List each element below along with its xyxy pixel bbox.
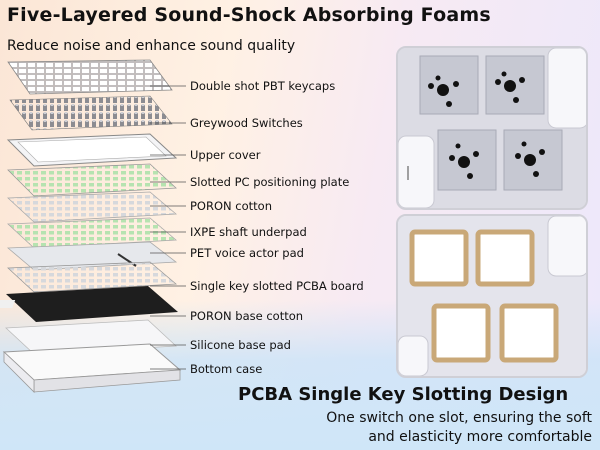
exploded-keyboard-illustration [0, 59, 186, 393]
page-title: Five-Layered Sound-Shock Absorbing Foams [7, 4, 491, 26]
leader-lines [150, 85, 186, 370]
switches-layer [9, 95, 173, 131]
slotted-pad-closeup-photo [396, 214, 588, 378]
layer-label-bottom-case: Bottom case [190, 362, 263, 376]
pcba-layer [7, 261, 178, 293]
upper-cover-layer [6, 133, 178, 167]
positioning-plate-layer [7, 163, 177, 197]
layer-label-switches: Greywood Switches [190, 116, 303, 130]
feature-description-line1: One switch one slot, ensuring the soft [326, 410, 592, 426]
layer-label-poron-cotton: PORON cotton [190, 199, 272, 213]
bottom-case-layer [2, 343, 182, 393]
layer-label-ixpe: IXPE shaft underpad [190, 225, 307, 239]
pcba-closeup-image [398, 48, 586, 208]
feature-description-line2: and elasticity more comfortable [368, 429, 592, 445]
page-subtitle: Reduce noise and enhance sound quality [7, 38, 296, 54]
layer-label-upper-cover: Upper cover [190, 148, 261, 162]
layer-label-positioning-plate: Slotted PC positioning plate [190, 175, 350, 189]
feature-heading: PCBA Single Key Slotting Design [238, 384, 569, 405]
slotted-pad-closeup-image [398, 216, 586, 376]
layer-label-keycaps: Double shot PBT keycaps [190, 79, 336, 93]
layer-label-silicone-pad: Silicone base pad [190, 338, 291, 352]
poron-base-cotton-layer [0, 286, 178, 322]
pcba-closeup-photo [396, 46, 588, 210]
layer-label-poron-base: PORON base cotton [190, 309, 304, 323]
ixpe-layer [7, 217, 178, 249]
layer-label-pcba: Single key slotted PCBA board [190, 279, 364, 293]
poron-cotton-layer [7, 191, 178, 223]
keycaps-layer [7, 59, 173, 95]
layer-label-pet-pad: PET voice actor pad [190, 246, 304, 260]
